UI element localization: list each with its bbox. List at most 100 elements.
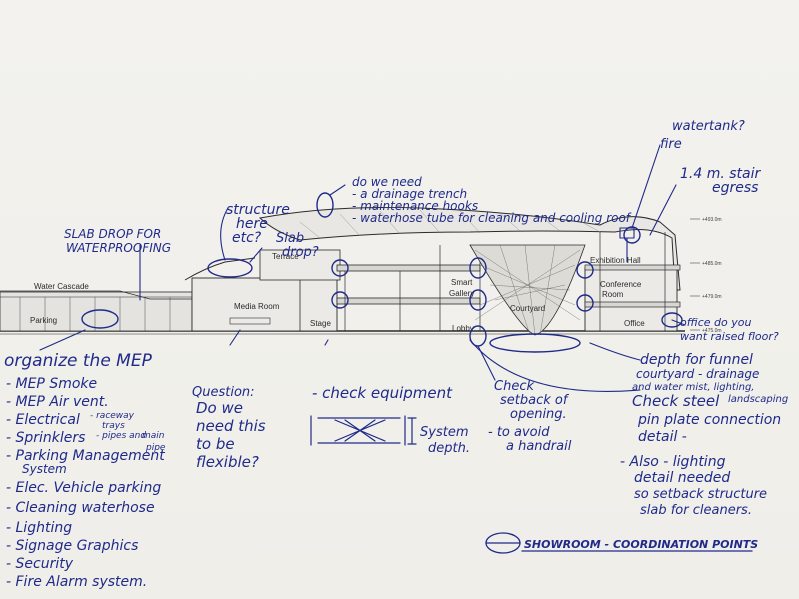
- mep-item-lighting: - Lighting: [6, 520, 72, 536]
- terrace-block: [259, 249, 341, 281]
- note-setback-4: - to avoid: [488, 425, 550, 440]
- mep-item-cleaning: - Cleaning waterhose: [6, 500, 155, 516]
- roof-ribs: [299, 209, 601, 239]
- handwriting: watertank? fire 1.4 m. stair egress do w…: [4, 119, 788, 590]
- water-tank-sketch: [619, 227, 635, 263]
- level-2: +485.0m: [702, 261, 722, 267]
- label-water-cascade: Water Cascade: [34, 282, 89, 291]
- note-also-3: so setback structure: [634, 487, 767, 502]
- scissor-lift-sketch: [310, 415, 417, 446]
- note-stair-1: 1.4 m. stair: [680, 166, 762, 182]
- note-also-2: detail needed: [634, 470, 730, 486]
- level-4: +475.0m: [702, 328, 722, 334]
- label-smart: Smart: [451, 278, 473, 287]
- note-question-5: flexible?: [196, 453, 259, 471]
- note-setback-5: a handrail: [506, 439, 572, 454]
- mep-item-smoke: - MEP Smoke: [6, 376, 97, 392]
- mep-sub-main: main: [142, 431, 165, 441]
- note-setback-3: opening.: [510, 407, 567, 422]
- note-funnel-1: depth for funnel: [640, 352, 753, 368]
- note-funnel-2: courtyard - drainage: [636, 367, 759, 381]
- note-drainage-1: do we need: [352, 175, 422, 189]
- mep-item-electrical: - Electrical: [6, 412, 80, 428]
- mep-item-sprinklers: - Sprinklers: [6, 430, 85, 446]
- label-media-room: Media Room: [234, 302, 280, 311]
- mep-sub-pipes: - pipes and: [96, 431, 146, 441]
- note-office-2: want raised floor?: [680, 330, 779, 343]
- mep-item-fire: - Fire Alarm system.: [6, 574, 147, 590]
- mep-item-signage: - Signage Graphics: [6, 538, 138, 554]
- label-stage: Stage: [310, 319, 331, 328]
- roof-shell: [258, 206, 681, 291]
- building-section: Water Cascade Parking Media Room Terrace…: [0, 206, 722, 336]
- leader-lines: [39, 144, 686, 392]
- note-question-2: Do we: [196, 399, 243, 417]
- note-funnel-4: landscaping: [728, 394, 788, 405]
- note-check-steel-2: pin plate connection: [637, 412, 781, 428]
- gallery-columns: [344, 245, 481, 331]
- mep-item-ev: - Elec. Vehicle parking: [6, 480, 161, 496]
- label-exhibition-hall: Exhibition Hall: [590, 256, 641, 265]
- label-terrace: Terrace: [272, 252, 299, 261]
- note-check-steel-1: Check steel: [632, 392, 720, 410]
- mep-sub-raceway: - raceway: [90, 411, 135, 421]
- note-check-steel-3: detail -: [638, 429, 687, 445]
- note-structure-2: here: [236, 216, 268, 232]
- label-lobby: Lobby: [452, 324, 474, 333]
- label-gallery: Gallery: [449, 289, 474, 298]
- note-question-1: Question:: [192, 385, 255, 400]
- note-drainage-3: - maintenance hooks: [352, 199, 478, 213]
- mep-title: organize the MEP: [4, 351, 153, 371]
- note-question-3: need this: [196, 417, 266, 435]
- note-structure-3: etc?: [232, 230, 262, 246]
- media-room-block: [191, 277, 338, 332]
- note-slab-q-2: drop?: [282, 245, 319, 260]
- ink-annotations: [39, 144, 753, 554]
- note-question-4: to be: [196, 435, 235, 453]
- legend-label: SHOWROOM - COORDINATION POINTS: [524, 538, 758, 551]
- label-room: Room: [602, 290, 624, 299]
- note-funnel-3: and water mist, lighting,: [632, 382, 754, 393]
- mep-item-parking: - Parking Management: [6, 448, 165, 464]
- note-system-1: System: [420, 425, 468, 440]
- note-structure-1: structure: [226, 202, 290, 218]
- legend-symbol: [485, 532, 753, 554]
- note-also-1: - Also - lighting: [620, 454, 726, 470]
- note-drainage-4: - waterhose tube for cleaning and coolin…: [352, 211, 632, 225]
- mep-item-air: - MEP Air vent.: [6, 394, 109, 410]
- office-slab: [584, 301, 681, 308]
- exhibition-slab: [584, 264, 681, 271]
- note-stair-2: egress: [712, 180, 758, 196]
- note-slab-drop-2: WATERPROOFING: [66, 241, 171, 255]
- note-drainage-2: - a drainage trench: [352, 187, 467, 201]
- mep-item-security: - Security: [6, 556, 74, 572]
- note-also-4: slab for cleaners.: [640, 503, 752, 518]
- note-water-tank: watertank?: [672, 119, 745, 134]
- note-office-1: office do you: [680, 316, 751, 329]
- label-courtyard: Courtyard: [510, 304, 545, 313]
- label-conference: Conference: [600, 280, 642, 289]
- coordination-circles: [81, 192, 683, 353]
- courtyard-lattice: [469, 244, 586, 336]
- level-1: +493.0m: [702, 217, 722, 223]
- note-slab-drop-1: SLAB DROP FOR: [64, 227, 161, 241]
- mep-sub-trays: trays: [102, 421, 125, 431]
- parking-block: [0, 291, 193, 332]
- note-fire: fire: [660, 137, 682, 152]
- parking-grid: [19, 297, 171, 331]
- water-cascade-ramp: [0, 290, 192, 300]
- level-3: +479.0m: [702, 294, 722, 300]
- mep-sub-pipe: pipe: [145, 443, 166, 453]
- label-office: Office: [624, 319, 645, 328]
- mep-item-system: System: [22, 462, 67, 476]
- note-check-equipment: - check equipment: [312, 384, 453, 402]
- level-markers: [690, 218, 700, 331]
- label-parking: Parking: [30, 316, 57, 325]
- note-slab-q-1: Slab: [276, 231, 304, 246]
- note-setback-1: Check: [494, 379, 534, 394]
- note-setback-2: setback of: [500, 393, 570, 408]
- note-system-2: depth.: [428, 441, 470, 456]
- media-seating: [229, 317, 271, 325]
